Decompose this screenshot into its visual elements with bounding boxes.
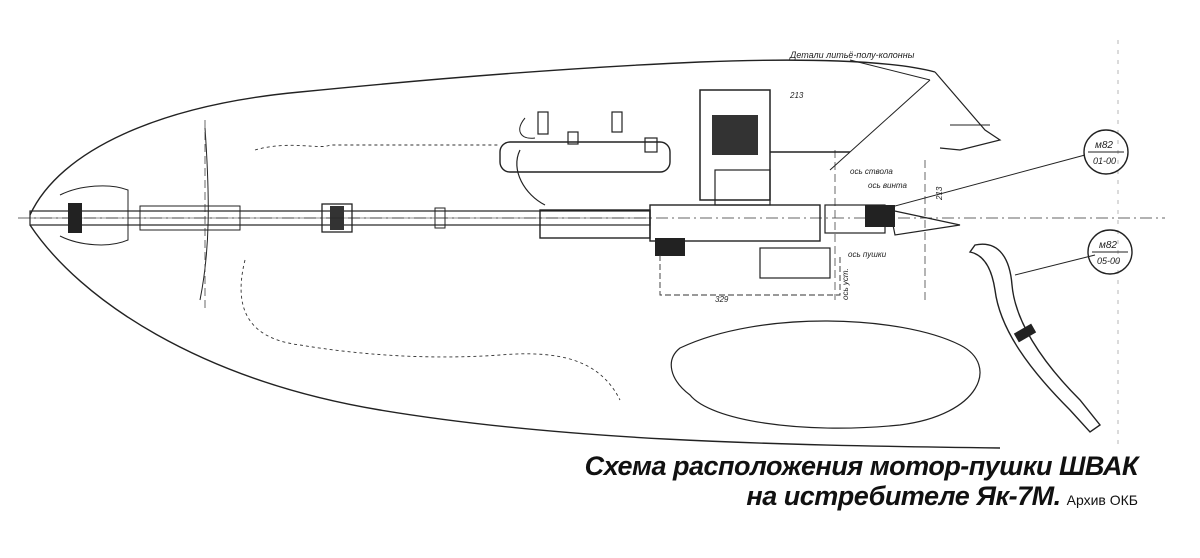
ref-1-top: м82 xyxy=(1095,140,1113,151)
gun-installation-drawing: Детали литьё-полу-колонны ось ствола ось… xyxy=(18,40,1165,449)
fuselage-outline xyxy=(29,59,1001,449)
ref-2-bottom: 05-00 xyxy=(1097,256,1120,266)
caption-source: Архив ОКБ xyxy=(1066,491,1138,508)
cannon-barrel xyxy=(29,203,651,233)
spinner-inner xyxy=(59,127,209,301)
axis-shaft-label: ось винта xyxy=(868,181,907,190)
engine-outline xyxy=(240,144,621,401)
ref-circle-2 xyxy=(1087,229,1133,275)
wing-root-outline xyxy=(670,320,981,429)
cannon-receiver xyxy=(539,89,961,279)
axis-barrel-label: ось ствола xyxy=(850,167,893,176)
cowling-upper xyxy=(934,71,1002,151)
top-callout-label: Детали литьё-полу-колонны xyxy=(789,50,915,60)
figure-caption: Схема расположения мотор-пушки ШВАК на и… xyxy=(378,451,1139,511)
ref-1-bottom: 01-00 xyxy=(1093,156,1116,166)
dim-c-label: 213 xyxy=(935,186,944,201)
mount-frame xyxy=(659,255,841,296)
caption-line-2: на истребителе Як-7М. xyxy=(746,480,1061,511)
pipe-clamp xyxy=(1013,323,1037,343)
ref-2-top: м82 xyxy=(1099,240,1117,251)
axis-gun-label: ось пушки xyxy=(848,250,887,259)
dim-d-label: ось уст. xyxy=(841,268,850,300)
dim-a-label: 213 xyxy=(789,91,804,100)
intake-pipe xyxy=(968,243,1102,433)
ref-circle-1 xyxy=(1083,129,1129,175)
caption-line-1: Схема расположения мотор-пушки ШВАК xyxy=(584,451,1139,481)
ammo-tank xyxy=(499,111,990,206)
dim-b-label: 329 xyxy=(715,295,729,304)
